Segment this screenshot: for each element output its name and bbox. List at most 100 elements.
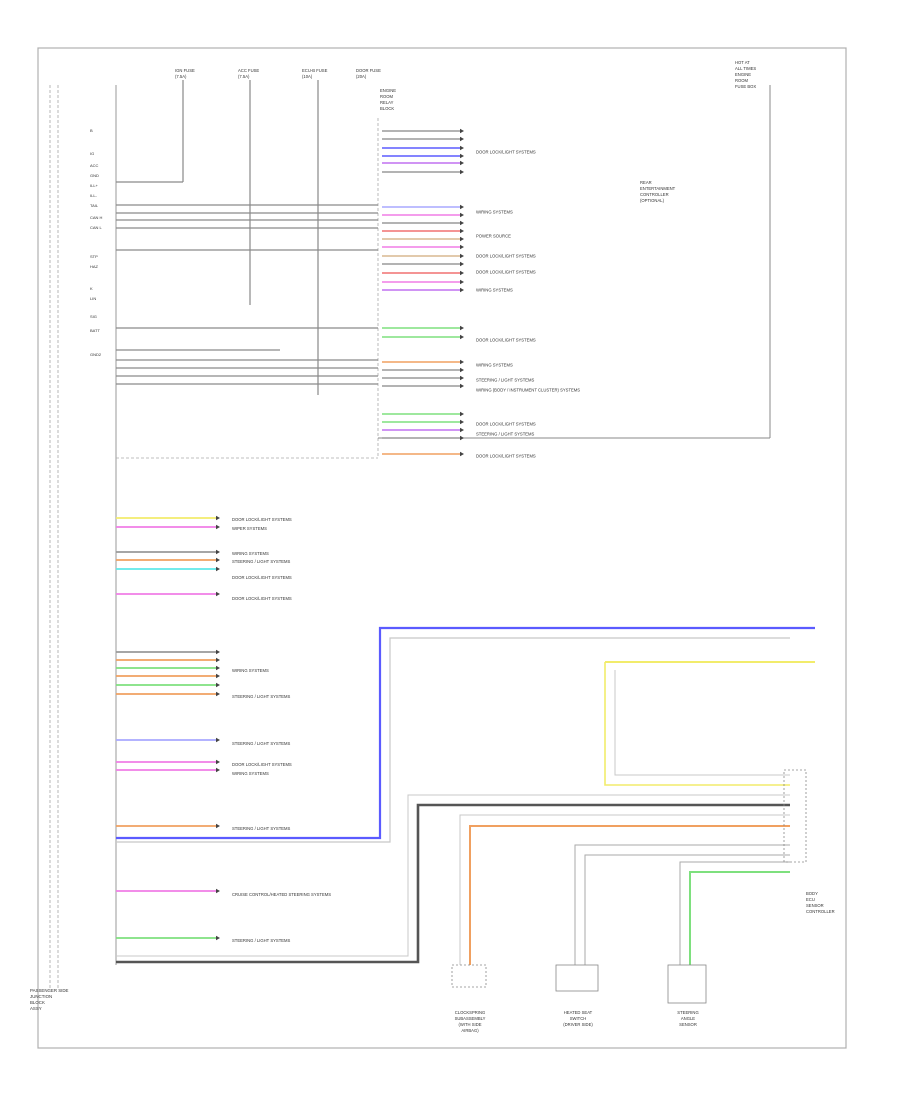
pin-label: ILL+ <box>90 183 99 188</box>
harness-label: WIRING SYSTEMS <box>476 210 513 215</box>
lower-wire-stubs <box>116 515 220 941</box>
sensor-wire-1 <box>679 861 790 965</box>
diagram-frame <box>37 47 847 1049</box>
bottom-component-label: AIRBAG) <box>461 1028 479 1033</box>
module-title-line: JUNCTION <box>30 994 52 999</box>
harness-label: STEERING / LIGHT SYSTEMS <box>232 938 291 943</box>
main-harness-lines <box>116 181 378 385</box>
harness-label: STEERING / LIGHT SYSTEMS <box>232 694 291 699</box>
orange-harness <box>469 825 790 965</box>
pin-label: IG <box>90 151 94 156</box>
right-component-label: SENSOR <box>806 903 824 908</box>
wire-arrow <box>460 169 464 175</box>
bottom-component-label: SUBASSEMBLY <box>455 1016 486 1021</box>
harness-label: WIRING (BODY / INSTRUMENT CLUSTER) SYSTE… <box>476 388 580 393</box>
clockspring-connector <box>451 964 487 988</box>
module-title-line: ASSY <box>30 1006 42 1011</box>
dark-harness-companion <box>116 794 790 957</box>
rear-controller-label: REAR <box>640 180 652 185</box>
wire-arrow <box>460 287 464 293</box>
wire-arrow <box>460 244 464 250</box>
blue-harness <box>116 626 815 840</box>
right-component-connector <box>783 769 807 863</box>
harness-label: DOOR LOCK/LIGHT SYSTEMS <box>232 517 292 522</box>
harness-label: DOOR LOCK/LIGHT SYSTEMS <box>232 762 292 767</box>
rear-controller-label: CONTROLLER <box>640 192 669 197</box>
harness-label: STEERING / LIGHT SYSTEMS <box>232 826 291 831</box>
harness-label: DOOR LOCK/LIGHT SYSTEMS <box>476 338 536 343</box>
wire-arrow <box>460 153 464 159</box>
wire-arrow <box>216 673 220 679</box>
harness-label: DOOR LOCK/LIGHT SYSTEMS <box>232 596 292 601</box>
top-right-header-line: ROOM <box>735 78 749 83</box>
fuse-label: (10A) <box>302 74 313 79</box>
pin-label: ACC <box>90 163 99 168</box>
fuse-label: (20A) <box>356 74 367 79</box>
pin-label: ILL- <box>90 193 98 198</box>
pin-label: LIN <box>90 296 96 301</box>
fuse-label: ECU-B FUSE <box>302 68 328 73</box>
wire-arrow <box>216 524 220 530</box>
harness-label: STEERING / LIGHT SYSTEMS <box>232 559 291 564</box>
bottom-component-label: HEATED SEAT <box>564 1010 593 1015</box>
wire-arrow <box>460 228 464 234</box>
pin-label: TAIL <box>90 203 99 208</box>
fuse-label: DOOR FUSE <box>356 68 381 73</box>
fuse-label: (7.5A) <box>175 74 187 79</box>
wire-arrow <box>460 367 464 373</box>
harness-label: WIPER SYSTEMS <box>232 526 267 531</box>
harness-label: CRUISE CONTROL/HEATED STEERING SYSTEMS <box>232 892 331 897</box>
top-right-header-line: FUSE BOX <box>735 84 756 89</box>
center-header-line: BLOCK <box>380 106 394 111</box>
wire-arrow <box>216 935 220 941</box>
top-wire-stubs <box>382 128 464 457</box>
wire-arrow <box>460 236 464 242</box>
fuse-label: ACC FUSE <box>238 68 259 73</box>
wire-arrow <box>460 160 464 166</box>
wire-arrow <box>216 649 220 655</box>
wire-arrow <box>460 427 464 433</box>
top-right-header-line: HOT AT <box>735 60 750 65</box>
harness-label: STEERING / LIGHT SYSTEMS <box>232 741 291 746</box>
wire-arrow <box>216 682 220 688</box>
module-title-line: BLOCK <box>30 1000 45 1005</box>
wire-arrow <box>460 270 464 276</box>
right-component-label: BODY <box>806 891 818 896</box>
steering-angle-sensor-connector <box>667 964 707 1004</box>
center-header-line: RELAY <box>380 100 394 105</box>
wire-arrow <box>460 419 464 425</box>
harness-label: DOOR LOCK/LIGHT SYSTEMS <box>476 422 536 427</box>
wire-arrow <box>216 737 220 743</box>
bottom-component-label: (WITH SIDE <box>458 1022 481 1027</box>
wire-arrow <box>460 261 464 267</box>
pin-label: K <box>90 286 93 291</box>
harness-label: WIRING SYSTEMS <box>476 363 513 368</box>
wire-arrow <box>460 253 464 259</box>
wire-arrow <box>460 375 464 381</box>
wire-arrow <box>460 136 464 142</box>
module-title-line: PASSENGER SIDE <box>30 988 69 993</box>
wire-arrow <box>216 691 220 697</box>
harness-label: DOOR LOCK/LIGHT SYSTEMS <box>476 454 536 459</box>
wire-arrow <box>460 220 464 226</box>
harness-label: STEERING / LIGHT SYSTEMS <box>476 432 535 437</box>
pin-label: GND2 <box>90 352 102 357</box>
harness-label: WIRING SYSTEMS <box>232 551 269 556</box>
harness-label: DOOR LOCK/LIGHT SYSTEMS <box>232 575 292 580</box>
right-component-label: CONTROLLER <box>806 909 835 914</box>
dark-harness <box>116 803 790 964</box>
wire-arrow <box>460 383 464 389</box>
pin-label: SIG <box>90 314 97 319</box>
harness-label: WIRING SYSTEMS <box>476 288 513 293</box>
bottom-component-label: ANGLE <box>681 1016 695 1021</box>
wire-arrow <box>216 549 220 555</box>
wire-arrow <box>460 435 464 441</box>
bottom-component-label: (DRIVER SIDE) <box>563 1022 593 1027</box>
blue-harness-companion <box>116 637 790 843</box>
heated-seat-switch-connector <box>555 964 599 992</box>
pin-label: GND <box>90 173 99 178</box>
harness-label: WIRING SYSTEMS <box>232 668 269 673</box>
harness-label: DOOR LOCK/LIGHT SYSTEMS <box>476 270 536 275</box>
bottom-component-label: SWITCH <box>570 1016 587 1021</box>
